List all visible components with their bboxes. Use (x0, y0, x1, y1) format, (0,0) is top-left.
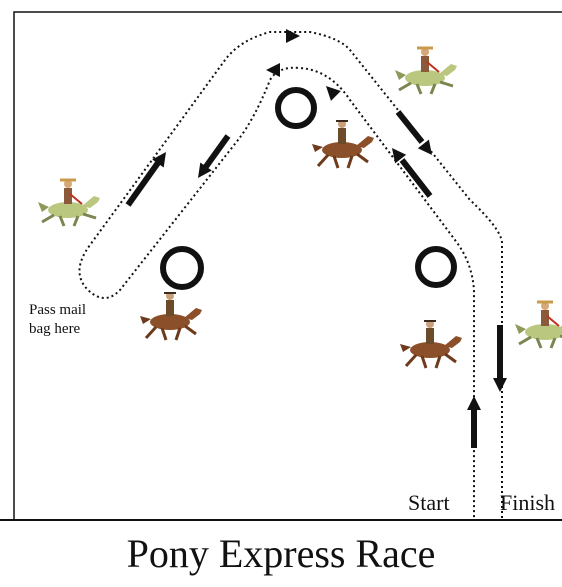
start-label: Start (408, 490, 450, 515)
arrow-icon (125, 147, 172, 207)
arrow-icon (493, 325, 507, 392)
direction-arrows (125, 29, 507, 448)
horses (36, 46, 562, 370)
horse-rider-icon (138, 290, 204, 342)
pass-mail-label-line2: bag here (29, 321, 81, 337)
arrow-icon (386, 143, 433, 198)
horse-rider-icon (36, 178, 102, 228)
horse-rider-icon (393, 46, 459, 96)
arrow-icon (467, 396, 481, 448)
horse-rider-icon (310, 118, 376, 170)
barrel-icon (160, 246, 204, 290)
horse-rider-icon (513, 300, 562, 350)
race-track (78, 31, 503, 518)
arrow-icon (286, 29, 300, 43)
finish-label: Finish (500, 490, 556, 515)
horse-rider-icon (398, 318, 464, 370)
arrow-icon (192, 134, 231, 183)
arrow-icon (395, 110, 438, 160)
frame (0, 11, 562, 521)
barrels (160, 87, 457, 290)
pass-mail-label: Pass mail bag here (29, 301, 86, 339)
barrel-icon (415, 246, 457, 288)
outer-track (78, 31, 503, 518)
barrel-icon (275, 87, 317, 129)
diagram-title: Pony Express Race (126, 531, 436, 576)
pass-mail-label-line1: Pass mail (29, 302, 87, 318)
